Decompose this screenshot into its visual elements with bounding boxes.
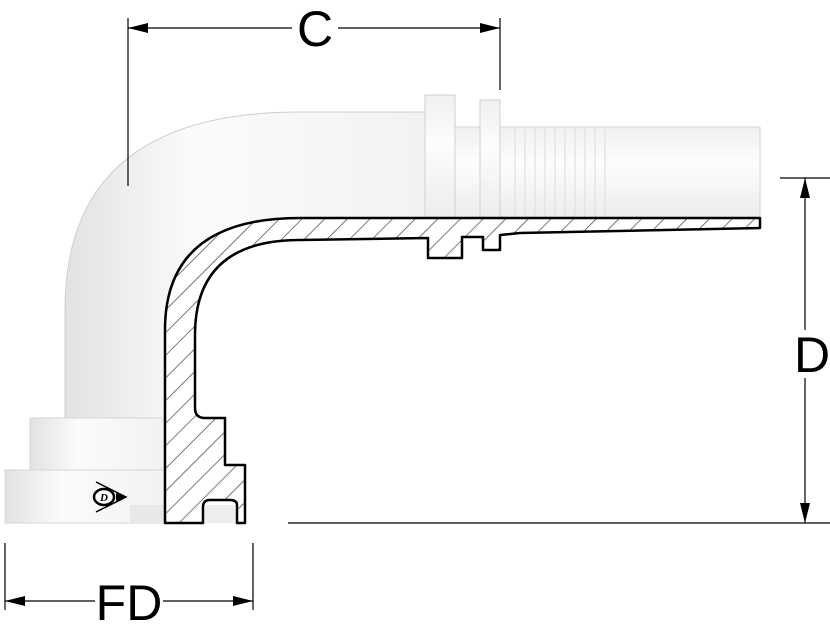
seal-groove: [205, 505, 235, 523]
collar-2: [479, 99, 501, 219]
dimension-c-label: C: [297, 1, 333, 57]
dimension-d: [288, 177, 830, 524]
dimension-fd-label: FD: [96, 575, 163, 625]
dimension-c: [127, 18, 501, 186]
fitting-body: [4, 94, 761, 524]
dunlop-logo-icon: D: [92, 481, 128, 513]
logo-letter: D: [99, 492, 108, 504]
collar-1: [424, 94, 456, 219]
dimension-fd: [4, 543, 254, 610]
cross-section-hatch: [163, 216, 762, 525]
hose-tail-ribs: [514, 127, 606, 218]
flange-step: [29, 417, 166, 471]
dimension-d-label: D: [794, 327, 830, 383]
